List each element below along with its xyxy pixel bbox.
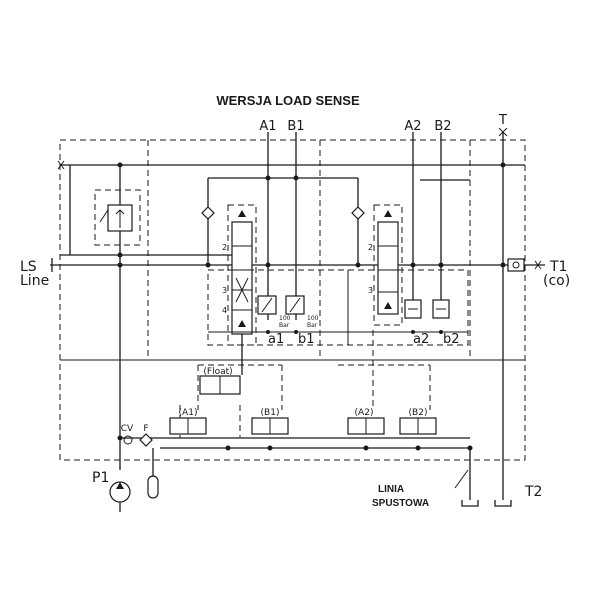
label-port-t2: T2	[524, 484, 542, 500]
label-solenoid-b2: (B2)	[409, 408, 428, 418]
svg-text:Bar: Bar	[279, 322, 290, 329]
shuttle-valve-2	[351, 206, 365, 220]
label-float: (Float)	[203, 367, 232, 377]
label-ls: LS	[20, 259, 37, 275]
svg-text:2: 2	[222, 243, 227, 252]
label-line: Line	[20, 273, 49, 289]
label-solenoid-a1: (A1)	[179, 408, 198, 418]
spool-valve-2	[377, 221, 399, 315]
label-b2-small: b2	[443, 332, 460, 347]
spool-valve-1	[231, 221, 253, 335]
label-port-b2: B2	[434, 119, 451, 134]
svg-text:100: 100	[307, 315, 319, 322]
label-port-a2: A2	[404, 119, 421, 134]
svg-text:100: 100	[279, 315, 291, 322]
label-spustowa: SPUSTOWA	[372, 498, 429, 509]
check-valve-t1	[507, 258, 525, 272]
svg-text:Bar: Bar	[307, 322, 318, 329]
label-linia: LINIA	[378, 484, 404, 495]
shuttle-valve-1	[201, 206, 215, 220]
label-port-t: T	[498, 113, 507, 128]
label-f: F	[143, 424, 148, 434]
label-cv: CV	[121, 424, 134, 434]
relief-valve-box	[94, 189, 141, 246]
label-solenoid-b1: (B1)	[261, 408, 280, 418]
label-a2-small: a2	[413, 332, 429, 347]
label-port-t1-co: (co)	[543, 273, 570, 289]
check-valve-cv-icon	[123, 435, 133, 445]
label-a1-small: a1	[268, 332, 284, 347]
label-p1: P1	[92, 470, 109, 486]
svg-text:3: 3	[368, 286, 373, 295]
label-port-t1: T1	[549, 259, 567, 275]
filter-f-icon	[139, 433, 153, 447]
accumulator-icon	[147, 475, 159, 499]
label-port-b1: B1	[287, 119, 304, 134]
diagram-title: WERSJA LOAD SENSE	[216, 93, 360, 108]
svg-text:2: 2	[368, 243, 373, 252]
pilot-block-boundary	[59, 359, 526, 461]
tank-symbol-drain	[461, 500, 479, 507]
valve-block-boundary	[59, 139, 526, 361]
label-solenoid-a2: (A2)	[355, 408, 374, 418]
svg-text:4: 4	[222, 306, 227, 315]
tank-symbol-t2	[494, 500, 512, 507]
label-b1-small: b1	[298, 332, 315, 347]
svg-text:3: 3	[222, 286, 227, 295]
label-port-a1: A1	[259, 119, 276, 134]
